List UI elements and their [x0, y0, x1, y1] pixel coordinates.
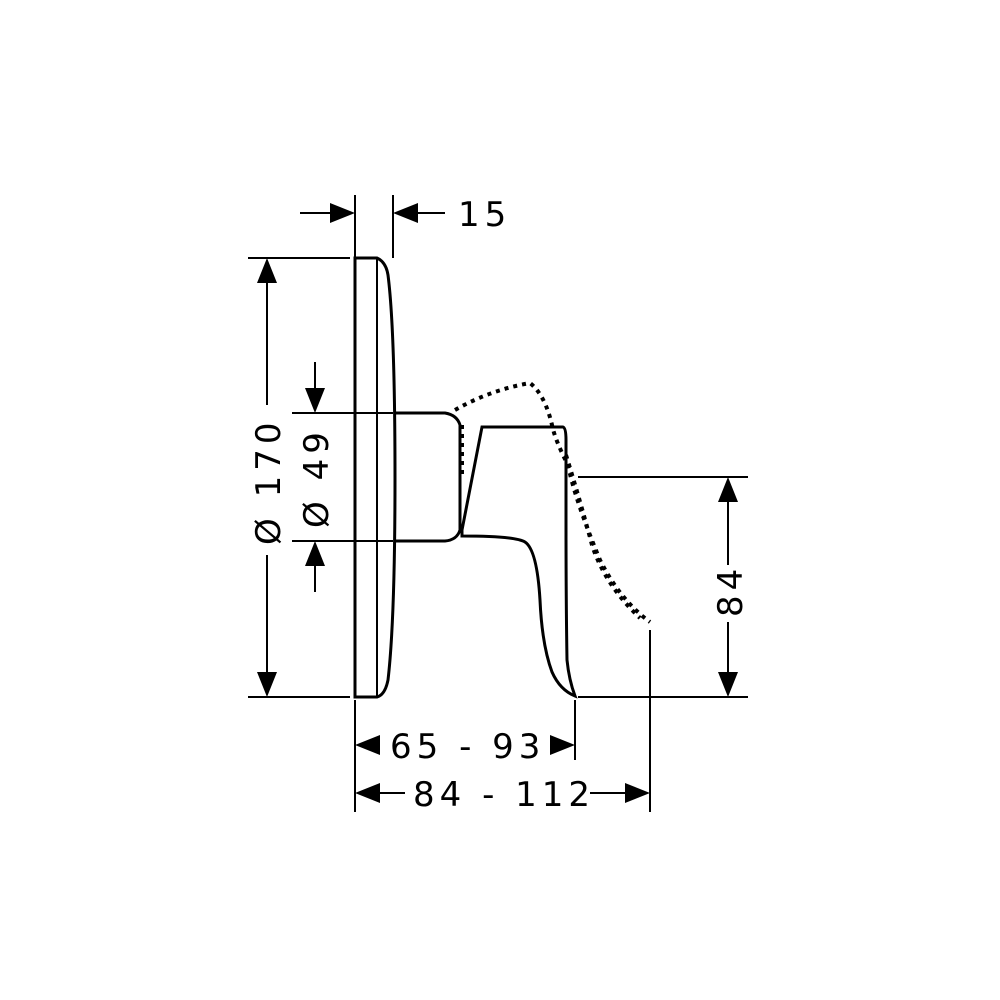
projection-lever-label: 65 - 93	[390, 727, 545, 767]
dimension-lever-height: 84	[711, 477, 751, 697]
lever-alternate-position	[454, 380, 652, 624]
projection-total-label: 84 - 112	[413, 775, 595, 815]
dimension-plate-diameter: Ø 170	[249, 258, 289, 697]
dimension-plate-thickness: 15	[300, 195, 511, 235]
dimension-projection-lever: 65 - 93	[355, 727, 575, 767]
plate-diameter-label: Ø 170	[249, 418, 289, 545]
body-diameter-label: Ø 49	[297, 427, 337, 528]
dimension-projection-total: 84 - 112	[355, 775, 650, 815]
lever-height-label: 84	[711, 564, 751, 617]
plate-thickness-label: 15	[458, 195, 511, 235]
extension-lines	[248, 195, 748, 812]
wall-plate	[353, 256, 397, 699]
dimension-body-diameter: Ø 49	[297, 362, 337, 592]
lever-handle	[460, 425, 578, 699]
cartridge-body	[395, 411, 462, 543]
